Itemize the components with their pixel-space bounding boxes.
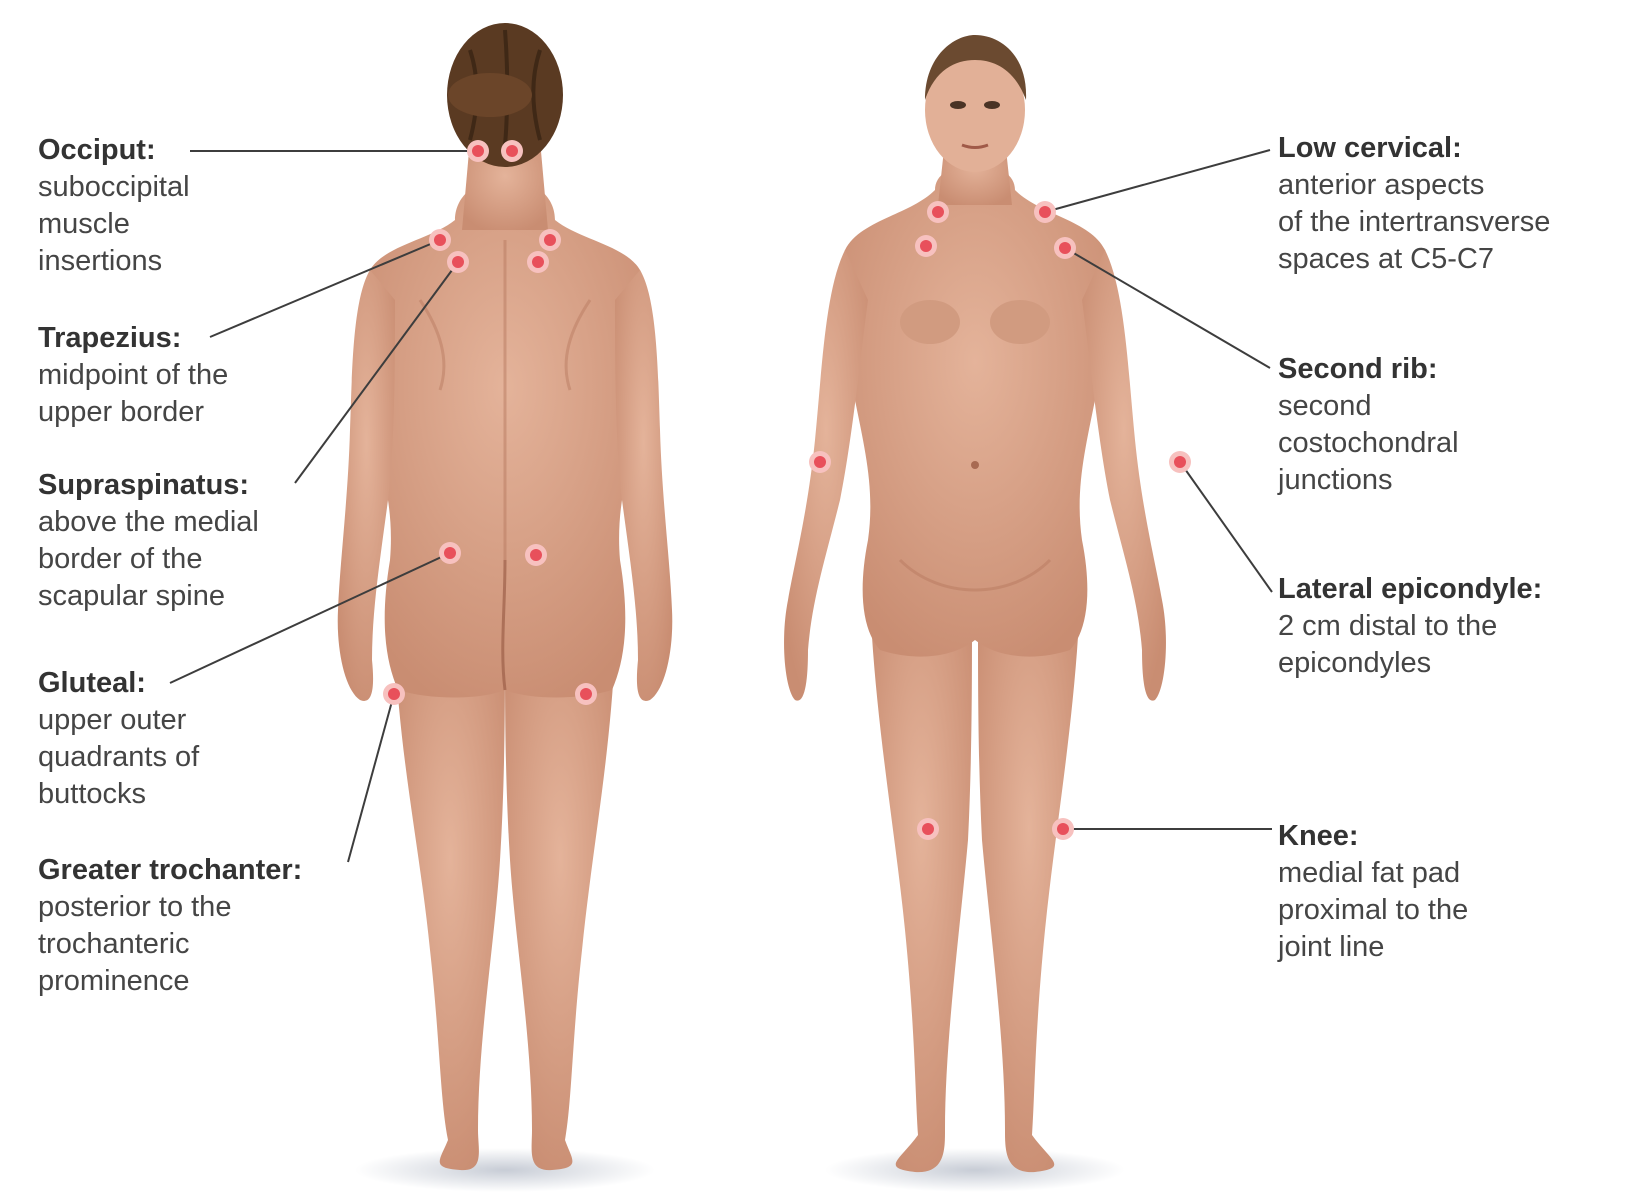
tender-point-occiput-left	[467, 140, 489, 162]
label-term: Second rib:	[1278, 351, 1459, 388]
tender-point-rib-left	[915, 235, 937, 257]
label-term: Occiput:	[38, 132, 190, 169]
label-greater-trochanter: Greater trochanter: posterior to the tro…	[38, 852, 302, 1000]
tender-point-supraspinatus-right	[527, 251, 549, 273]
tender-point-gluteal-left	[439, 542, 461, 564]
label-term: Trapezius:	[38, 320, 228, 357]
breast-right	[990, 300, 1050, 344]
label-supraspinatus: Supraspinatus: above the medial border o…	[38, 467, 259, 615]
label-description: 2 cm distal to the epicondyles	[1278, 608, 1542, 682]
right-leg	[505, 650, 615, 1170]
tender-point-knee-right	[1052, 818, 1074, 840]
label-second-rib: Second rib: second costochondral junctio…	[1278, 351, 1459, 499]
label-description: posterior to the trochanteric prominence	[38, 889, 302, 1000]
tender-point-occiput-right	[501, 140, 523, 162]
anterior-figure	[784, 35, 1166, 1192]
breast-left	[900, 300, 960, 344]
tender-point-trochanter-left	[383, 683, 405, 705]
label-term: Low cervical:	[1278, 130, 1550, 167]
label-term: Lateral epicondyle:	[1278, 571, 1542, 608]
tender-point-cervical-right	[1034, 201, 1056, 223]
label-description: above the medial border of the scapular …	[38, 504, 259, 615]
eye-left	[950, 101, 966, 109]
tender-point-cervical-left	[927, 201, 949, 223]
tender-point-rib-right	[1054, 237, 1076, 259]
tender-point-trochanter-right	[575, 683, 597, 705]
left-leg	[395, 650, 505, 1170]
right-arm	[1082, 250, 1166, 701]
label-description: second costochondral junctions	[1278, 388, 1459, 499]
leader-trochanter	[348, 694, 394, 862]
label-term: Supraspinatus:	[38, 467, 259, 504]
label-trapezius: Trapezius: midpoint of the upper border	[38, 320, 228, 431]
leader-epicondyle	[1180, 462, 1272, 592]
tender-point-knee-left	[917, 818, 939, 840]
tender-point-epicondyle-left	[809, 451, 831, 473]
posterior-figure	[338, 23, 673, 1192]
label-description: medial fat pad proximal to the joint lin…	[1278, 855, 1468, 966]
floor-shadow	[355, 1148, 655, 1192]
tender-point-supraspinatus-left	[447, 251, 469, 273]
left-leg	[870, 600, 972, 1172]
label-lateral-epicondyle: Lateral epicondyle: 2 cm distal to the e…	[1278, 571, 1542, 682]
label-description: midpoint of the upper border	[38, 357, 228, 431]
label-description: upper outer quadrants of buttocks	[38, 702, 199, 813]
label-term: Knee:	[1278, 818, 1468, 855]
tender-point-gluteal-right	[525, 544, 547, 566]
label-gluteal: Gluteal: upper outer quadrants of buttoc…	[38, 665, 199, 813]
tender-point-trapezius-left	[429, 229, 451, 251]
navel	[971, 461, 979, 469]
left-arm	[784, 250, 868, 701]
tender-point-trapezius-right	[539, 229, 561, 251]
tender-point-epicondyle-right	[1169, 451, 1191, 473]
leader-cervical	[1045, 150, 1270, 212]
floor-shadow	[825, 1148, 1125, 1192]
label-knee: Knee: medial fat pad proximal to the joi…	[1278, 818, 1468, 966]
label-occiput: Occiput: suboccipital muscle insertions	[38, 132, 190, 280]
label-description: suboccipital muscle insertions	[38, 169, 190, 280]
hair-bun	[448, 73, 532, 117]
label-low-cervical: Low cervical: anterior aspects of the in…	[1278, 130, 1550, 278]
right-leg	[978, 600, 1080, 1172]
eye-right	[984, 101, 1000, 109]
label-term: Greater trochanter:	[38, 852, 302, 889]
label-description: anterior aspects of the intertransverse …	[1278, 167, 1550, 278]
label-term: Gluteal:	[38, 665, 199, 702]
